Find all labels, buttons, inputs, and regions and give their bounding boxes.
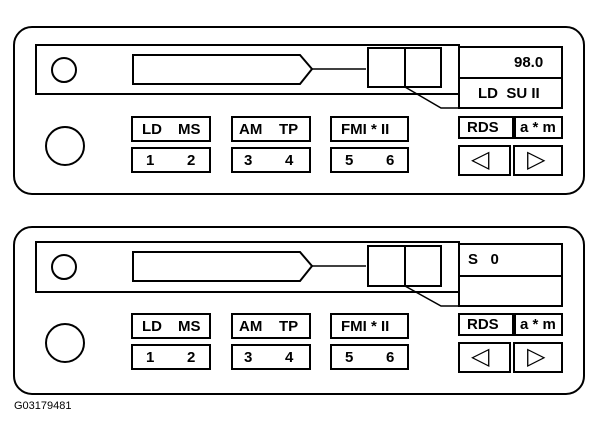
button-label-2: 2 — [187, 349, 196, 366]
seek-up-icon: ▷ — [527, 343, 546, 370]
volume-knob-small[interactable] — [51, 57, 77, 83]
button-5-6[interactable] — [330, 147, 409, 173]
rds-label: RDS — [467, 316, 499, 333]
button-1-2[interactable] — [131, 344, 211, 370]
cassette-bay — [35, 241, 460, 293]
button-label-1: 1 — [146, 152, 155, 169]
button-ld-ms[interactable] — [131, 313, 211, 339]
seek-down-icon: ◁ — [471, 146, 490, 173]
eject-button[interactable] — [367, 47, 406, 88]
button-label-5: 5 — [345, 349, 354, 366]
volume-knob-small[interactable] — [51, 254, 77, 280]
figure-id: G03179481 — [14, 400, 72, 412]
button-label-ld: LD — [142, 121, 162, 138]
rds-button[interactable] — [458, 116, 514, 139]
button-label-fmi: FMI * II — [341, 121, 390, 138]
button-label-3: 3 — [244, 349, 253, 366]
tuning-knob[interactable] — [45, 323, 85, 363]
radio-faceplate — [13, 26, 585, 195]
button-3-4[interactable] — [231, 147, 311, 173]
button-1-2[interactable] — [131, 147, 211, 173]
eject-button[interactable] — [367, 245, 406, 287]
radio-panel-1 — [13, 26, 585, 195]
button-label-ms: MS — [178, 121, 201, 138]
am-pm-label: a * m — [520, 119, 556, 136]
display-bezel-line — [404, 86, 459, 109]
display-frequency: 98.0 — [514, 54, 544, 71]
radio-faceplate — [13, 226, 585, 395]
button-fmi[interactable] — [330, 313, 409, 339]
button-label-6: 6 — [386, 349, 395, 366]
button-label-4: 4 — [285, 349, 294, 366]
button-label-am: AM — [239, 121, 263, 138]
rds-button[interactable] — [458, 313, 514, 336]
button-label-ms: MS — [178, 318, 201, 335]
button-label-tp: TP — [279, 318, 299, 335]
button-fmi[interactable] — [330, 116, 409, 142]
button-label-3: 3 — [244, 152, 253, 169]
button-3-4[interactable] — [231, 344, 311, 370]
am-pm-button[interactable] — [514, 313, 563, 336]
button-am-tp[interactable] — [231, 313, 311, 339]
button-5-6[interactable] — [330, 344, 409, 370]
button-am-tp[interactable] — [231, 116, 311, 142]
button-label-6: 6 — [386, 152, 395, 169]
button-label-4: 4 — [285, 152, 294, 169]
am-pm-label: a * m — [520, 316, 556, 333]
display-signal: S 0 — [468, 251, 499, 268]
cassette-slot — [132, 251, 314, 282]
tuning-knob[interactable] — [45, 126, 85, 166]
button-label-fmi: FMI * II — [341, 318, 390, 335]
button-label-1: 1 — [146, 349, 155, 366]
button-ld-ms[interactable] — [131, 116, 211, 142]
am-pm-button[interactable] — [514, 116, 563, 139]
load-button[interactable] — [404, 47, 442, 88]
seek-up-icon: ▷ — [527, 146, 546, 173]
button-label-5: 5 — [345, 152, 354, 169]
button-label-tp: TP — [279, 121, 299, 138]
cassette-slot — [132, 54, 314, 85]
radio-panel-2 — [13, 226, 585, 395]
display-status: LD SU II — [478, 85, 540, 102]
display-bezel-line — [404, 285, 459, 307]
button-label-2: 2 — [187, 152, 196, 169]
seek-down-icon: ◁ — [471, 343, 490, 370]
button-label-ld: LD — [142, 318, 162, 335]
rds-label: RDS — [467, 119, 499, 136]
button-label-am: AM — [239, 318, 263, 335]
load-button[interactable] — [404, 245, 442, 287]
